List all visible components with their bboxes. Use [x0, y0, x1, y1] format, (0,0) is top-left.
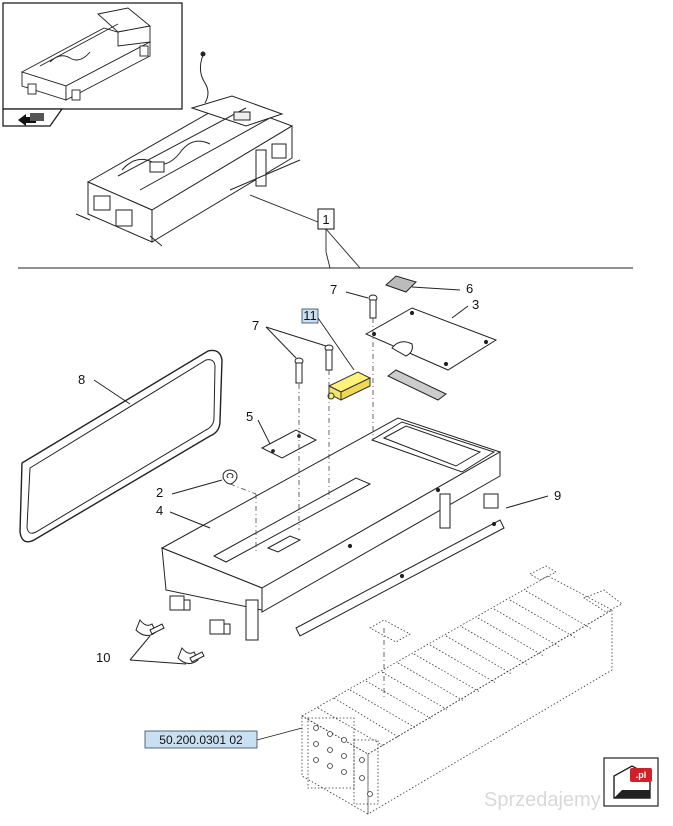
- reference-number-box: 50.200.0301 02: [144, 727, 303, 749]
- callout-4-label: 4: [156, 503, 163, 518]
- callout-3-label: 3: [472, 297, 479, 312]
- part-4-housing: [160, 417, 502, 641]
- assembly-centerlines: [229, 318, 385, 700]
- callout-5-label: 5: [246, 409, 253, 424]
- part-8-frame-gasket: [19, 349, 223, 543]
- callout-10-label: 10: [96, 650, 110, 665]
- part-10-clips: [129, 618, 205, 665]
- callout-1-label: 1: [322, 212, 329, 227]
- heater-core-ports: [313, 725, 373, 797]
- part-3-cover-plate: [364, 305, 498, 371]
- screw-top: [345, 291, 378, 319]
- overview-inset: [2, 2, 183, 127]
- callout-7a-label: 7: [330, 282, 337, 297]
- callout-11: 11: [301, 308, 355, 371]
- gasket-strip: [387, 369, 447, 401]
- housing-feet: [169, 493, 499, 635]
- callout-8-label: 8: [78, 372, 85, 387]
- callout-1: 1: [249, 194, 361, 269]
- callout-11-label: 11: [303, 308, 317, 323]
- callout-9-label: 9: [554, 488, 561, 503]
- part-11-highlighted-block: [327, 371, 372, 401]
- part-2-nut: [171, 469, 238, 495]
- callout-7b-label: 7: [252, 318, 259, 333]
- inset-corner-icon: [2, 108, 64, 127]
- watermark-badge: .pl: [636, 770, 647, 780]
- part-5-plate: [257, 419, 318, 459]
- reference-number: 50.200.0301 02: [159, 733, 243, 747]
- callout-2-label: 2: [156, 485, 163, 500]
- part-9-strap: [295, 495, 549, 637]
- part-6-pad: [385, 275, 461, 293]
- assembled-unit: [75, 51, 301, 247]
- watermark-text: Sprzedajemy: [484, 789, 601, 811]
- screw-left: [265, 326, 334, 384]
- heater-core: [301, 565, 623, 815]
- watermark: Sprzedajemy .pl: [484, 757, 659, 811]
- callout-6-label: 6: [466, 281, 473, 296]
